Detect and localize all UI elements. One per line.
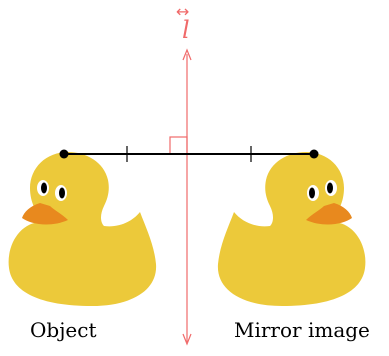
object-duck-icon [8, 152, 157, 306]
object-label: Object [30, 318, 97, 342]
mirror-image-label: Mirror image [234, 318, 370, 342]
mirror-line [182, 48, 192, 346]
mirror-image-duck-icon [217, 152, 366, 306]
line-label-arrow: ↔ [176, 2, 190, 21]
point-object [59, 149, 69, 159]
point-image [309, 149, 319, 159]
right-angle-marker [169, 136, 188, 155]
line-label: l [182, 16, 190, 44]
connecting-segment [59, 146, 319, 162]
